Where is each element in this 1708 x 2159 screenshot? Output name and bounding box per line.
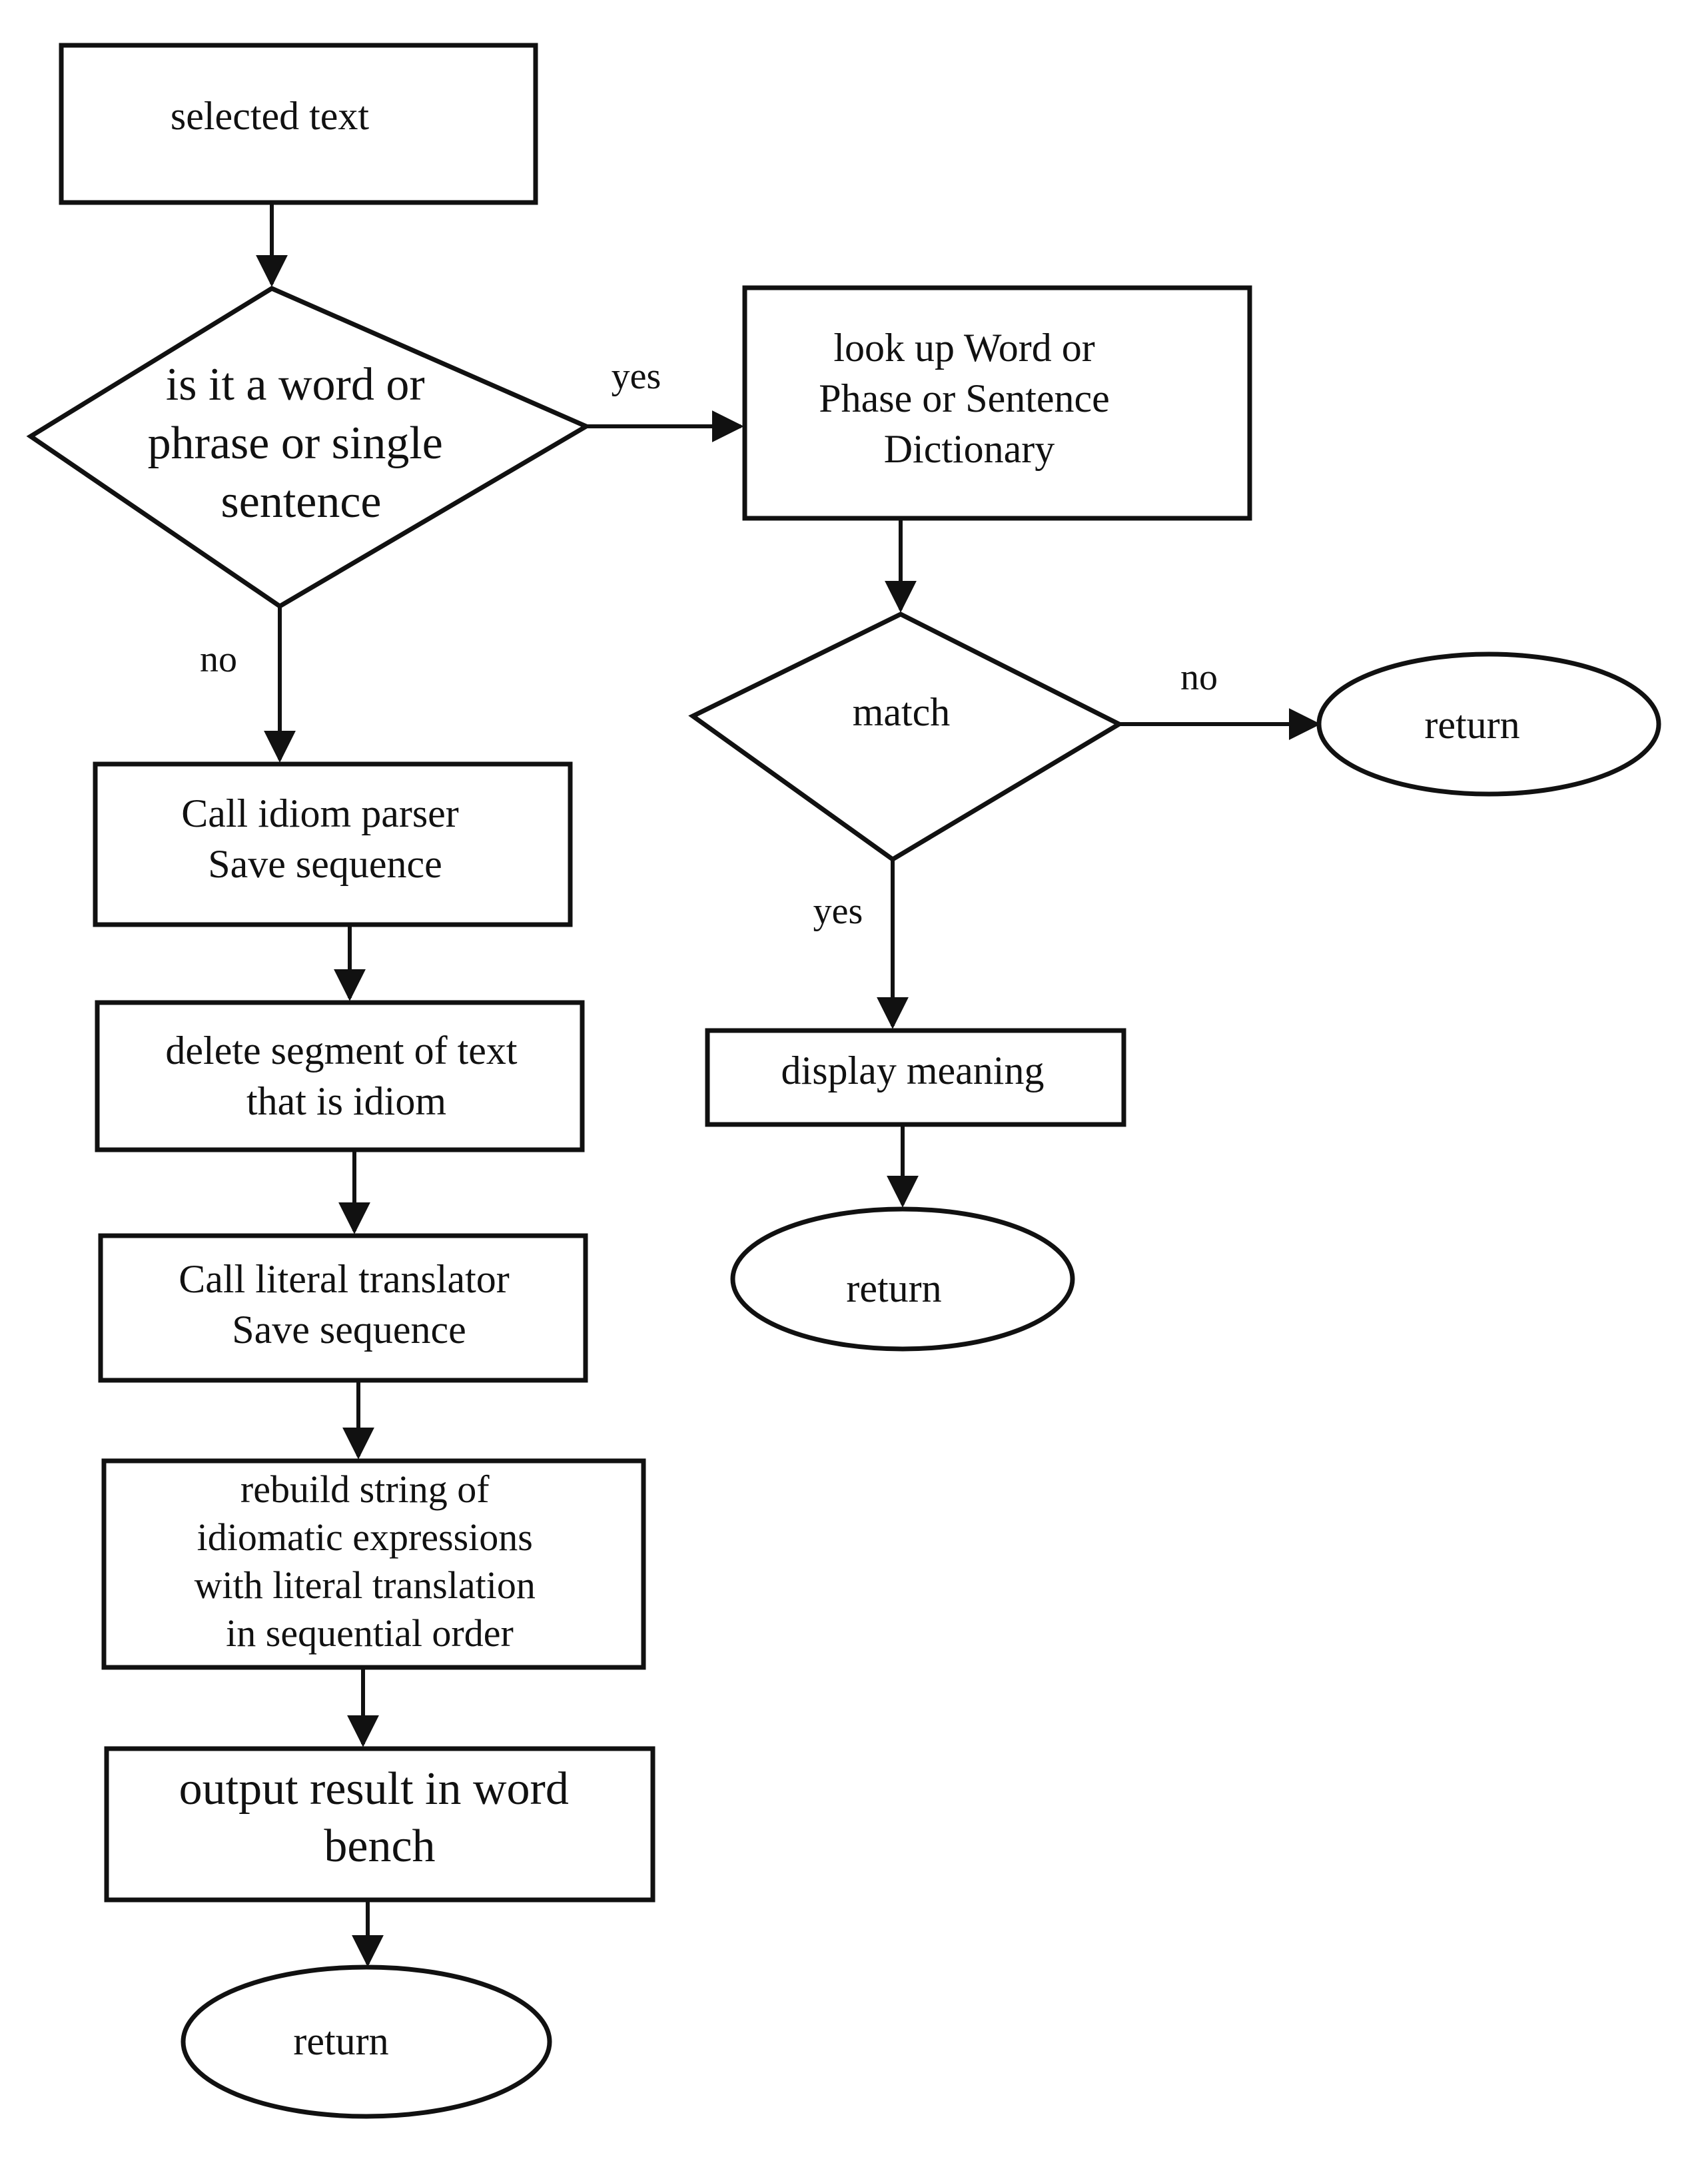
decision-word-phrase-line-3: sentence xyxy=(221,476,382,528)
decision-word-phrase-line-2: phrase or single xyxy=(148,418,443,469)
edge-label-match-no: no xyxy=(1180,657,1218,698)
lookup-dictionary-line-3: Dictionary xyxy=(884,427,1055,471)
lookup-dictionary-line-1: look up Word or xyxy=(833,326,1094,370)
lookup-dictionary-line-2: Phase or Sentence xyxy=(819,376,1110,420)
svg-text:selected text: selected text xyxy=(171,94,370,138)
decision-word-phrase-line-1: is it a word or xyxy=(166,359,425,410)
delete-segment-line-1: delete segment of text xyxy=(165,1029,517,1073)
node-selected-text-line-1: selected text xyxy=(171,94,370,138)
edge-label-decision-no: no xyxy=(200,639,237,680)
svg-text:return: return xyxy=(1424,703,1519,747)
svg-text:match: match xyxy=(853,690,951,734)
call-idiom-parser-line-1: Call idiom parser xyxy=(181,791,459,835)
node-return-after-display: return xyxy=(733,1209,1072,1349)
node-delete-segment: delete segment of text that is idiom xyxy=(97,1003,582,1150)
svg-text:return: return xyxy=(293,2019,388,2063)
node-call-literal-translator: Call literal translator Save sequence xyxy=(101,1236,586,1380)
node-return-no-match: return xyxy=(1319,654,1659,794)
call-idiom-parser-line-2: Save sequence xyxy=(208,842,442,886)
edge-label-match-yes: yes xyxy=(813,891,863,932)
output-result-line-1: output result in word xyxy=(179,1763,569,1815)
return-after-display-line-1: return xyxy=(846,1266,941,1310)
svg-text:display meaning: display meaning xyxy=(781,1049,1045,1092)
node-decision-match: match xyxy=(693,614,1119,859)
node-decision-word-phrase: is it a word or phrase or single sentenc… xyxy=(31,288,586,606)
call-literal-translator-line-1: Call literal translator xyxy=(179,1257,510,1301)
call-literal-translator-line-2: Save sequence xyxy=(232,1308,466,1352)
node-output-result: output result in word bench xyxy=(107,1749,653,1900)
rebuild-string-line-3: with literal translation xyxy=(195,1563,536,1607)
delete-segment-line-2: that is idiom xyxy=(246,1079,446,1123)
rebuild-string-line-2: idiomatic expressions xyxy=(197,1515,533,1559)
node-lookup-dictionary: look up Word or Phase or Sentence Dictio… xyxy=(745,288,1250,518)
rebuild-string-line-1: rebuild string of xyxy=(240,1468,490,1511)
node-call-idiom-parser: Call idiom parser Save sequence xyxy=(95,764,570,925)
node-display-meaning: display meaning xyxy=(707,1031,1124,1124)
svg-text:return: return xyxy=(846,1266,941,1310)
rebuild-string-line-4: in sequential order xyxy=(226,1611,514,1655)
return-no-match-line-1: return xyxy=(1424,703,1519,747)
node-rebuild-string: rebuild string of idiomatic expressions … xyxy=(104,1461,643,1667)
node-return-final: return xyxy=(183,1967,550,2116)
edge-label-decision-yes: yes xyxy=(612,356,661,397)
node-selected-text: selected text xyxy=(61,45,536,203)
decision-match-line-1: match xyxy=(853,690,951,734)
display-meaning-line-1: display meaning xyxy=(781,1049,1045,1092)
return-final-line-1: return xyxy=(293,2019,388,2063)
output-result-line-2: bench xyxy=(324,1821,435,1872)
